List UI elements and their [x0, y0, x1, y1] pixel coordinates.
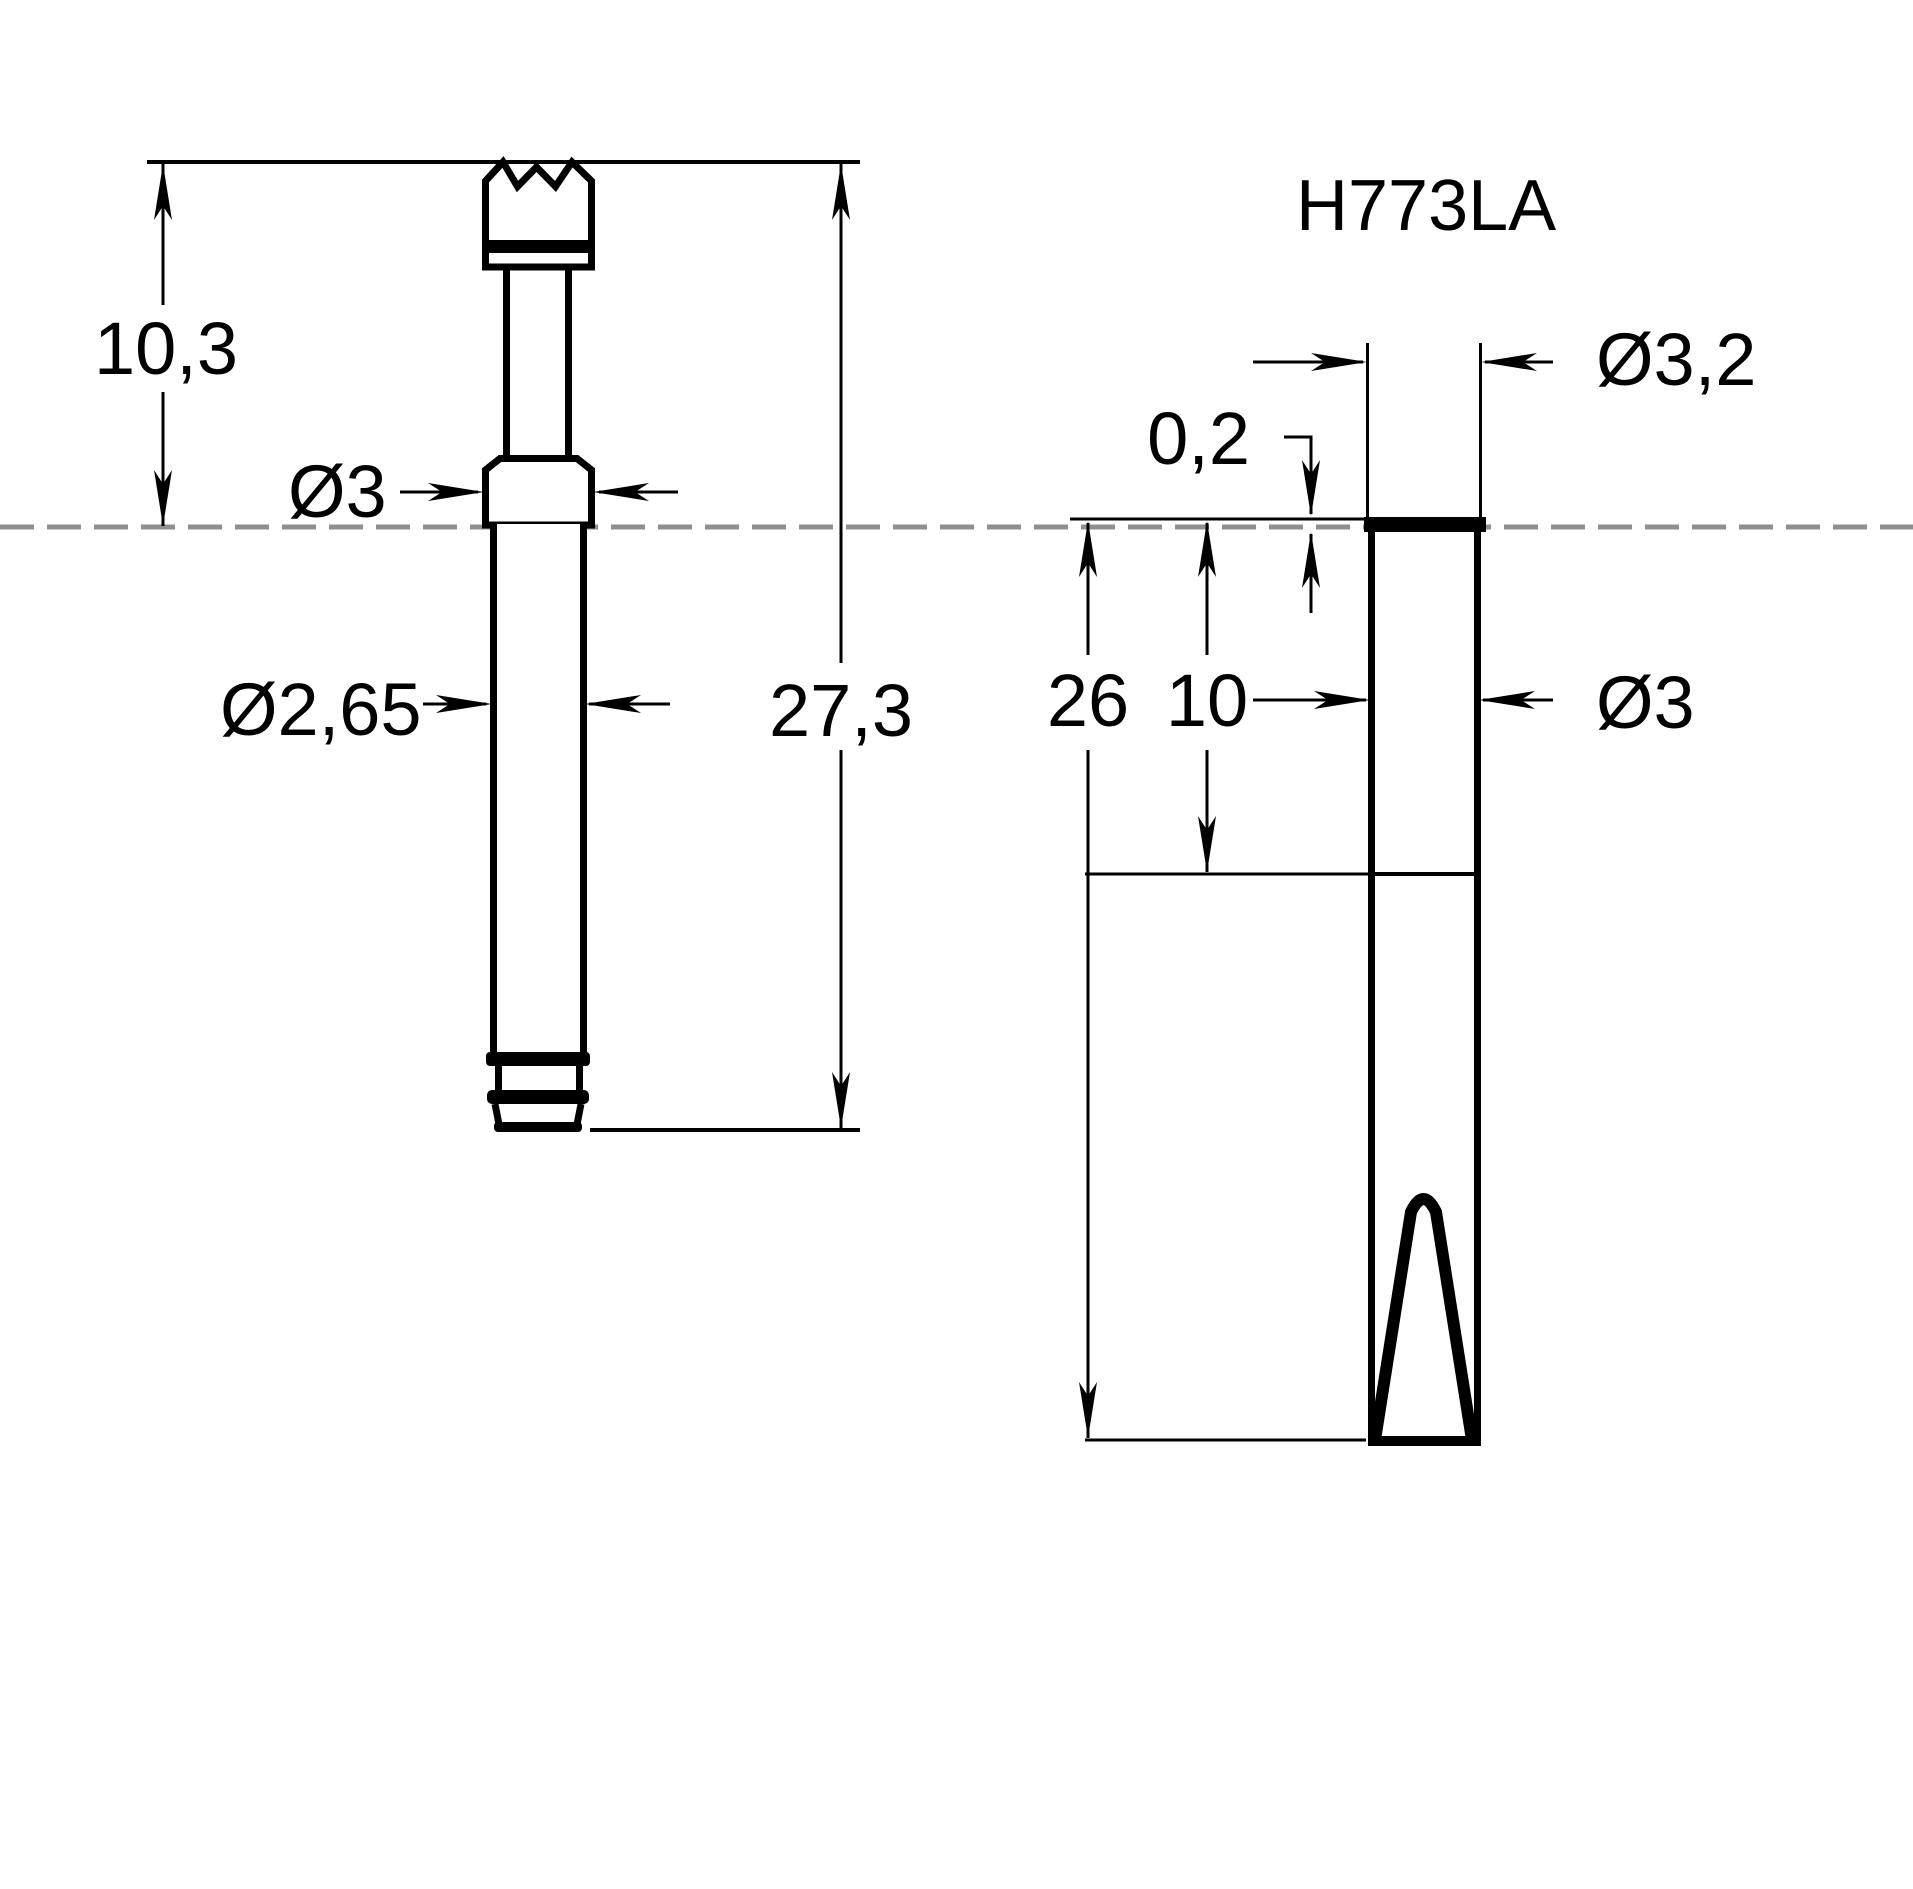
- receptacle-tube: [1368, 531, 1481, 1441]
- arrow-left-icon: [1481, 353, 1537, 371]
- arrow-up-icon: [1198, 521, 1216, 577]
- dim-receptacle-length: 26: [1047, 521, 1129, 1438]
- arrow-left-icon: [593, 483, 649, 501]
- part-number-title: H773LA: [1296, 166, 1556, 246]
- probe-barrel: [490, 524, 587, 1056]
- receptacle-view: H773LA Ø3,2: [1047, 166, 1756, 1446]
- receptacle-bottom-edge: [1368, 1436, 1481, 1446]
- probe-plunger: [503, 267, 572, 462]
- arrow-down-icon: [154, 470, 172, 526]
- arrow-down-icon: [1079, 1382, 1097, 1438]
- arrow-down-icon: [1198, 816, 1216, 872]
- dim-flange-diameter: Ø3,2: [1253, 318, 1756, 401]
- dim-0-2-label: 0,2: [1147, 397, 1250, 480]
- arrow-down-icon: [832, 1072, 850, 1128]
- dim-10-label: 10: [1166, 659, 1248, 742]
- probe-crown-tip: [482, 156, 595, 271]
- dim-barrel-diameter: Ø2,65: [220, 668, 670, 751]
- dim-26-label: 26: [1047, 659, 1129, 742]
- dim-dia3-right-label: Ø3: [1596, 661, 1695, 744]
- arrow-right-icon: [436, 695, 492, 713]
- arrow-right-icon: [428, 483, 484, 501]
- arrow-up-icon: [154, 164, 172, 220]
- dim-flange-thickness: 0,2: [1147, 397, 1320, 613]
- dim-above-plane-length: 10,3: [94, 164, 238, 526]
- dim-27-3-label: 27,3: [769, 669, 913, 752]
- arrow-up-icon: [1079, 521, 1097, 577]
- probe-bottom-end: [486, 1052, 590, 1132]
- dim-overall-length: 27,3: [769, 164, 913, 1128]
- probe-view: 10,3 Ø3 Ø2,65 27,3: [94, 156, 913, 1132]
- arrow-right-icon: [1311, 353, 1367, 371]
- arrow-down-icon: [1302, 460, 1320, 516]
- dim-dia3-left-label: Ø3: [288, 450, 387, 533]
- probe-collar: [482, 455, 595, 529]
- dim-dia3-2-label: Ø3,2: [1596, 318, 1756, 401]
- dim-press-fit-length: 10: [1166, 521, 1248, 872]
- arrow-up-icon: [832, 164, 850, 220]
- dim-10-3-label: 10,3: [94, 307, 238, 390]
- arrow-right-icon: [1314, 691, 1370, 709]
- receptacle-flange: [1364, 517, 1486, 532]
- dim-dia2-65-label: Ø2,65: [220, 668, 422, 751]
- arrow-left-icon: [1479, 691, 1535, 709]
- crown-groove-band: [482, 240, 595, 253]
- dim-body-diameter: Ø3: [1253, 661, 1695, 744]
- arrow-left-icon: [585, 695, 641, 713]
- dim-collar-diameter: Ø3: [288, 450, 678, 533]
- arrow-up-icon: [1302, 532, 1320, 588]
- receptacle-slot: [1369, 1193, 1478, 1441]
